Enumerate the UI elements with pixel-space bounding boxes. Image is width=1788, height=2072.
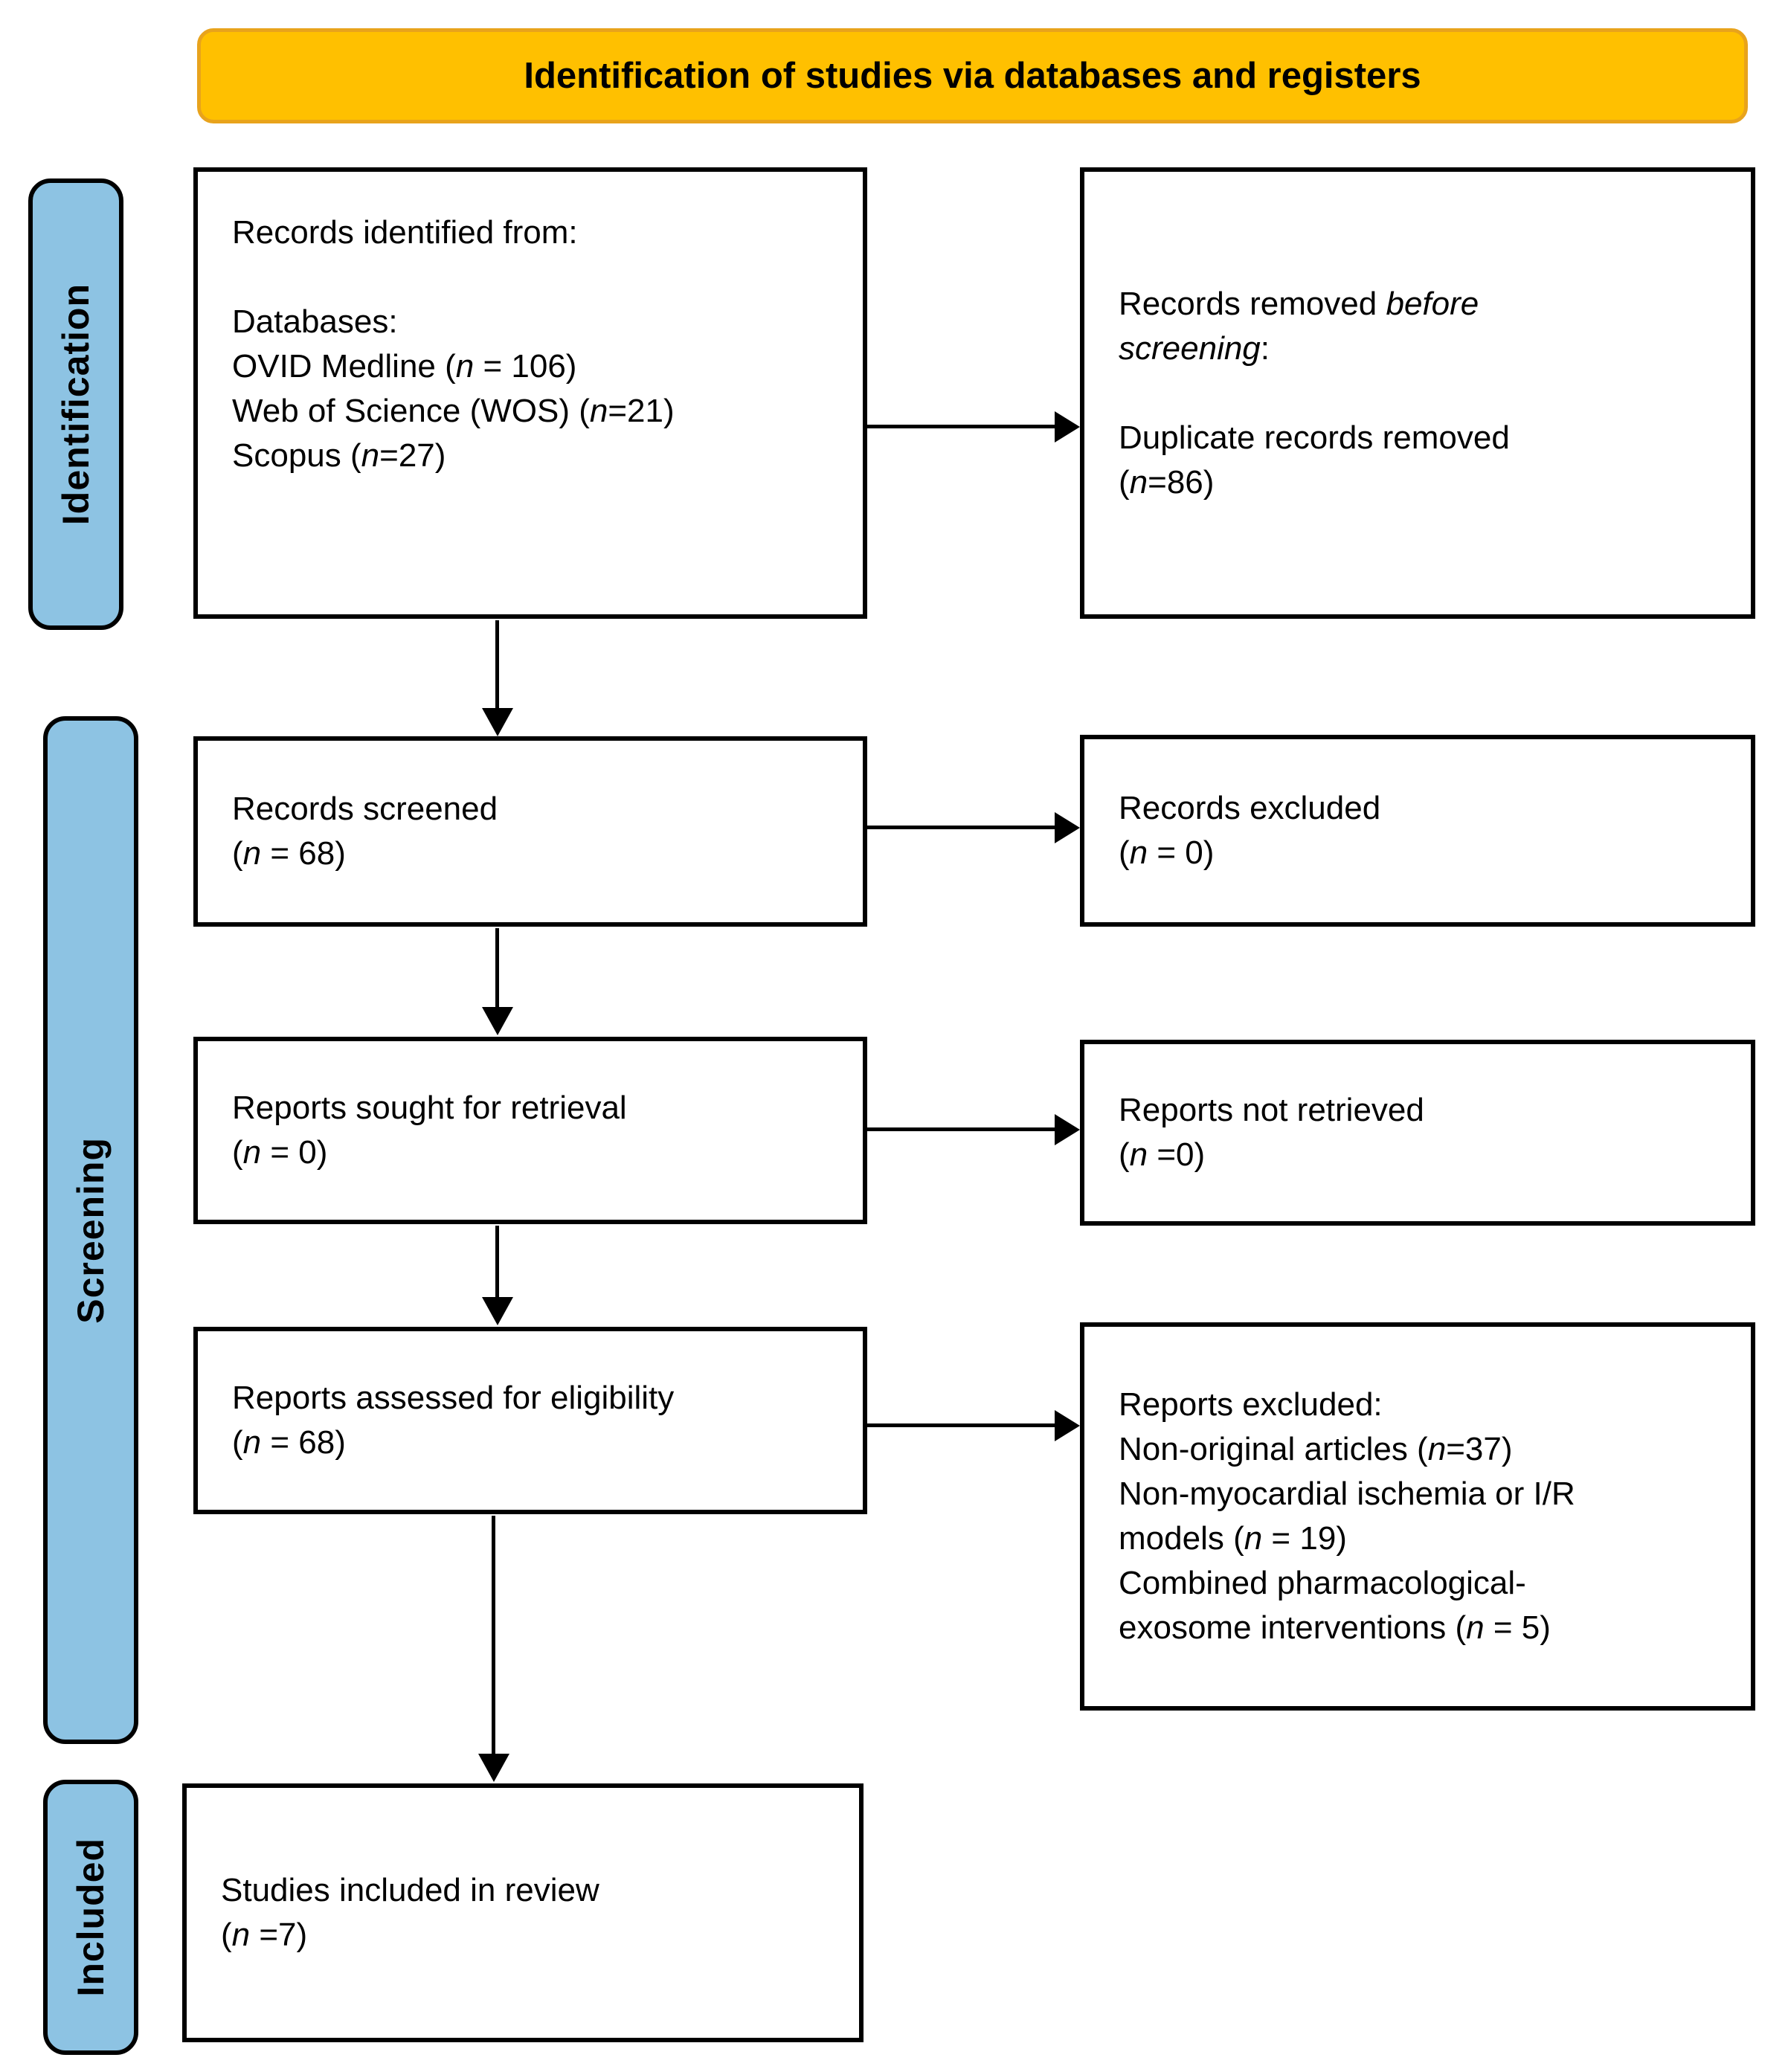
box-records-excluded: Records excluded(n = 0) (1080, 735, 1755, 927)
box-reports-excluded: Reports excluded:Non-original articles (… (1080, 1322, 1755, 1711)
arrow-identified-to-screened (495, 620, 499, 710)
stage-label-included: Included (43, 1780, 138, 2055)
stage-identification-text: Identification (55, 283, 97, 526)
stage-label-identification: Identification (28, 178, 123, 630)
stage-label-screening: Screening (43, 716, 138, 1744)
arrow-assessed-to-included (492, 1516, 495, 1755)
stage-included-text: Included (70, 1838, 112, 1997)
arrow-sought-to-not-retrieved (867, 1127, 1056, 1131)
header-banner: Identification of studies via databases … (197, 28, 1748, 123)
arrow-identified-to-removed (867, 425, 1056, 428)
header-title: Identification of studies via databases … (524, 56, 1421, 96)
box-records-screened: Records screened(n = 68) (193, 736, 867, 927)
arrow-sought-to-assessed (495, 1226, 499, 1299)
arrow-screened-to-sought (495, 928, 499, 1008)
box-records-identified: Records identified from: Databases:OVID … (193, 167, 867, 619)
stage-screening-text: Screening (70, 1136, 112, 1324)
box-reports-assessed-for-eligibility: Reports assessed for eligibility(n = 68) (193, 1327, 867, 1514)
box-studies-included-in-review: Studies included in review(n =7) (182, 1783, 864, 2042)
box-reports-sought-for-retrieval: Reports sought for retrieval(n = 0) (193, 1037, 867, 1224)
arrow-screened-to-excluded (867, 826, 1056, 829)
box-reports-not-retrieved: Reports not retrieved(n =0) (1080, 1040, 1755, 1226)
arrow-assessed-to-reports-excluded (867, 1423, 1056, 1427)
